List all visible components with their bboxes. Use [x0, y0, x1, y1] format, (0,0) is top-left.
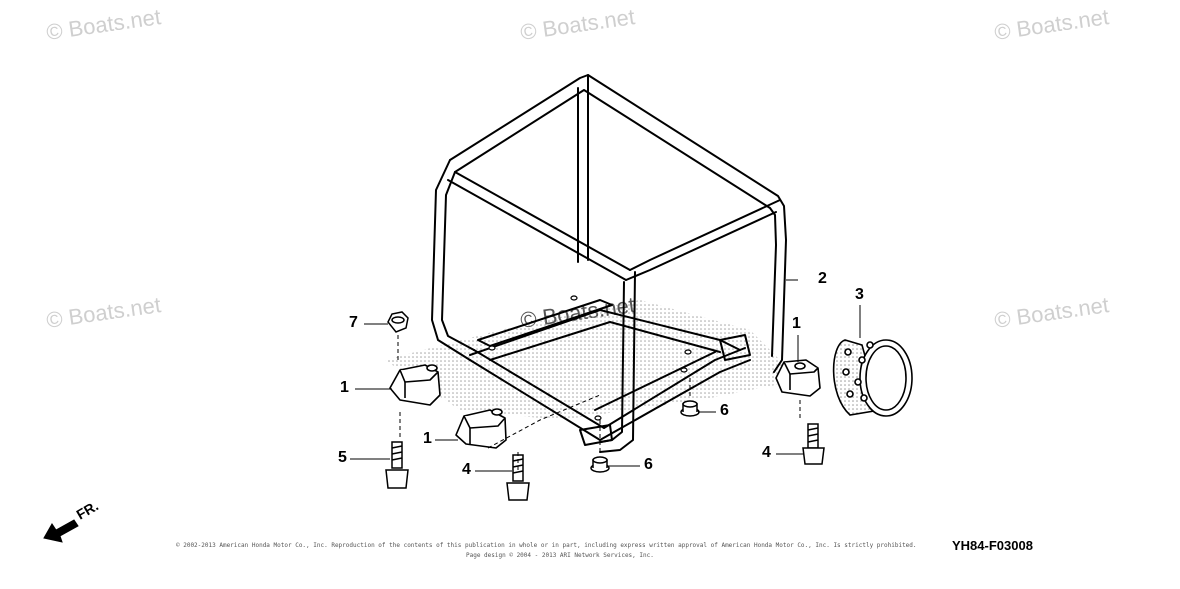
frame-holes — [488, 295, 692, 421]
callout-2: 2 — [818, 270, 827, 287]
bolt-4-right — [802, 423, 825, 465]
front-direction-arrow — [43, 519, 79, 543]
flange-nut-6a — [680, 400, 700, 417]
strainer — [832, 339, 913, 417]
flange-nut-6b — [590, 456, 610, 473]
leader-lines — [350, 279, 861, 472]
callout-5: 5 — [338, 449, 347, 466]
callout-7: 7 — [349, 314, 358, 331]
callout-6-bottom: 6 — [644, 456, 653, 473]
callout-4-right: 4 — [762, 444, 771, 461]
callout-4-center: 4 — [462, 461, 471, 478]
rubber-mount-left — [389, 364, 441, 406]
rubber-mount-center — [455, 408, 507, 449]
rubber-mount-right — [775, 359, 821, 397]
copyright-line: © 2002-2013 American Honda Motor Co., In… — [176, 542, 917, 549]
callout-1-left: 1 — [340, 379, 349, 396]
diagram-code: YH84-F03008 — [952, 538, 1033, 553]
callout-6-right: 6 — [720, 402, 729, 419]
page-design-line: Page design © 2004 - 2013 ARI Network Se… — [466, 552, 654, 559]
flange-nut-7 — [387, 311, 409, 333]
callout-1-center: 1 — [423, 430, 432, 447]
callout-1-right: 1 — [792, 315, 801, 332]
pipe-frame — [431, 74, 787, 453]
assembly-guides — [397, 335, 801, 470]
callout-3: 3 — [855, 286, 864, 303]
bolt-5 — [385, 441, 409, 489]
base-shading — [385, 300, 800, 420]
